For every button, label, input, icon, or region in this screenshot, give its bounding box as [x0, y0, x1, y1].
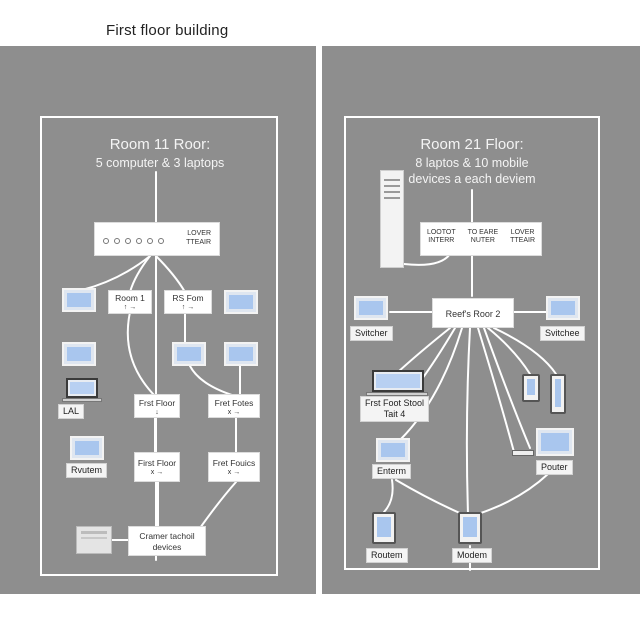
- laptop-icon[interactable]: [66, 378, 98, 398]
- computer-monitor-icon[interactable]: [224, 342, 258, 366]
- box-fret-fotes[interactable]: Fret Fotes x →: [208, 394, 260, 418]
- wire-right-server-to-switch: [403, 253, 451, 266]
- computer-monitor-icon[interactable]: [172, 342, 206, 366]
- box-fret-fouics[interactable]: Fret Fouics x →: [208, 452, 260, 482]
- router-icon[interactable]: [512, 450, 534, 456]
- mobile-phone-icon[interactable]: [522, 374, 540, 402]
- computer-monitor-icon[interactable]: [70, 436, 104, 460]
- wire-right-hub-to-pouter: [477, 327, 515, 453]
- wire-right-hub-to-phone: [487, 327, 531, 375]
- switch-col-1: LOOTOT INTERR: [426, 229, 456, 244]
- label-first-foot-stool: Frst Foot Stool Tait 4: [360, 396, 430, 422]
- left-room-title: Room 11 Rоor:: [109, 136, 211, 153]
- wire-left-room1-to-firstfloor: [126, 311, 156, 397]
- left-room-subtitle: 5 computer & 3 laptops: [95, 156, 225, 170]
- wire-right-enterm-to-routem: [383, 479, 394, 513]
- box-rs-form[interactable]: RS Fom ↑ →: [164, 290, 212, 314]
- tablet-icon[interactable]: [458, 512, 482, 544]
- switch-col-2: TO EARE NUTER: [467, 229, 499, 244]
- left-switch[interactable]: LOVER TTEAIR: [94, 222, 220, 256]
- box-cramer-tachoil[interactable]: Cramer tachoil devices: [128, 526, 206, 556]
- wire-right-hub-to-tablet: [493, 327, 557, 375]
- wire-left-switch-to-rsform-box: [155, 255, 186, 293]
- switch-label-1: LOVER: [187, 230, 211, 237]
- box-first-floor-2[interactable]: First Floor x →: [134, 452, 180, 482]
- label-rvutem: Rvutem: [66, 463, 108, 478]
- page-title: First floor building: [106, 22, 229, 39]
- wire-right-hub-to-modem: [465, 327, 471, 515]
- right-room-frame: [344, 116, 600, 570]
- label-routem: Routem: [366, 548, 408, 563]
- computer-monitor-icon[interactable]: [536, 428, 574, 456]
- computer-monitor-icon[interactable]: [376, 438, 410, 462]
- laptop-icon[interactable]: [372, 370, 424, 392]
- right-room-subtitle-1: 8 laptos & 10 mobile: [415, 156, 529, 170]
- switch-col-3: LOVER TTEAIR: [510, 229, 535, 244]
- left-room-frame: [40, 116, 278, 576]
- server-tower-icon[interactable]: [380, 170, 404, 268]
- wire-right-enterm-to-modem: [395, 479, 463, 515]
- box-first-floor-1[interactable]: Frst Floor ↓: [134, 394, 180, 418]
- right-room-subtitle-2: devices a each deviem: [408, 172, 536, 186]
- switch-ports: [103, 238, 164, 244]
- hub-box[interactable]: Reef's Roor 2: [432, 298, 514, 328]
- computer-monitor-icon[interactable]: [62, 342, 96, 366]
- box-room-1[interactable]: Room 1 ↑ →: [108, 290, 152, 314]
- label-svitchee: Svitchee: [540, 326, 585, 341]
- label-svitcher: Svitcher: [350, 326, 393, 341]
- switch-label-2: TTEAIR: [186, 239, 211, 246]
- device-box-icon[interactable]: [76, 526, 112, 554]
- label-modem: Modem: [452, 548, 493, 563]
- wire-right-hub-to-laptop: [397, 327, 451, 373]
- laptop-base: [62, 398, 102, 402]
- label-lal: LAL: [58, 404, 85, 419]
- wire-right-hub-to-enterm: [399, 327, 463, 441]
- wire-right-hub-to-router: [483, 327, 531, 449]
- label-enterm: Enterm: [372, 464, 412, 479]
- computer-monitor-icon[interactable]: [354, 296, 388, 320]
- wire-left-fretfouics-to-cramer: [199, 481, 237, 529]
- right-room-title: Room 21 Floor:: [420, 136, 524, 153]
- right-switch[interactable]: LOOTOT INTERR TO EARE NUTER LOVER TTEAIR: [420, 222, 542, 256]
- wire-left-switch-to-room1: [129, 255, 151, 293]
- mobile-phone-icon[interactable]: [550, 374, 566, 414]
- wire-right-pouter-to-modem: [477, 473, 549, 515]
- computer-monitor-icon[interactable]: [62, 288, 96, 312]
- computer-monitor-icon[interactable]: [546, 296, 580, 320]
- tablet-icon[interactable]: [372, 512, 396, 544]
- laptop-base: [366, 392, 428, 396]
- panel-divider: [318, 46, 321, 594]
- computer-monitor-icon[interactable]: [224, 290, 258, 314]
- label-pouter: Pouter: [536, 460, 573, 475]
